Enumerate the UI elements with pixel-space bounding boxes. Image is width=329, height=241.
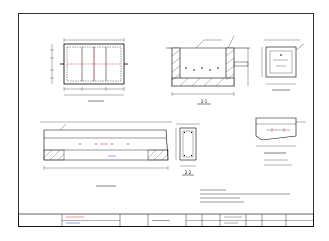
section-1-1-view: 1-1 — [166, 35, 250, 105]
title-block — [18, 213, 314, 227]
plan-view — [50, 38, 128, 102]
leader-1 — [195, 39, 205, 49]
section-1-1-caption: 1-1 — [201, 99, 208, 104]
pipe-opening-right — [233, 61, 249, 67]
beam-outline — [255, 117, 297, 141]
notes-block — [200, 189, 290, 203]
section-2-2-outline — [179, 127, 197, 161]
beam-detail-view — [255, 117, 306, 166]
section-hatch — [171, 49, 235, 87]
slab-elevation-view — [40, 121, 172, 187]
slab-end-left — [43, 149, 65, 161]
section-rebar-dots — [185, 67, 219, 71]
section-2-2-caption: 2-2 — [185, 170, 192, 175]
section-2-2-view: 2-2 — [175, 123, 200, 176]
cover-inner — [269, 50, 293, 74]
cover-outline — [265, 46, 297, 78]
slab-leader — [59, 123, 67, 131]
section-floor-slab — [171, 77, 235, 87]
section-2-2-inner — [182, 130, 194, 158]
cover-detail-view — [261, 39, 305, 91]
slab-end-right — [147, 149, 169, 161]
cover-leader — [295, 43, 305, 51]
leader-2 — [227, 35, 235, 49]
